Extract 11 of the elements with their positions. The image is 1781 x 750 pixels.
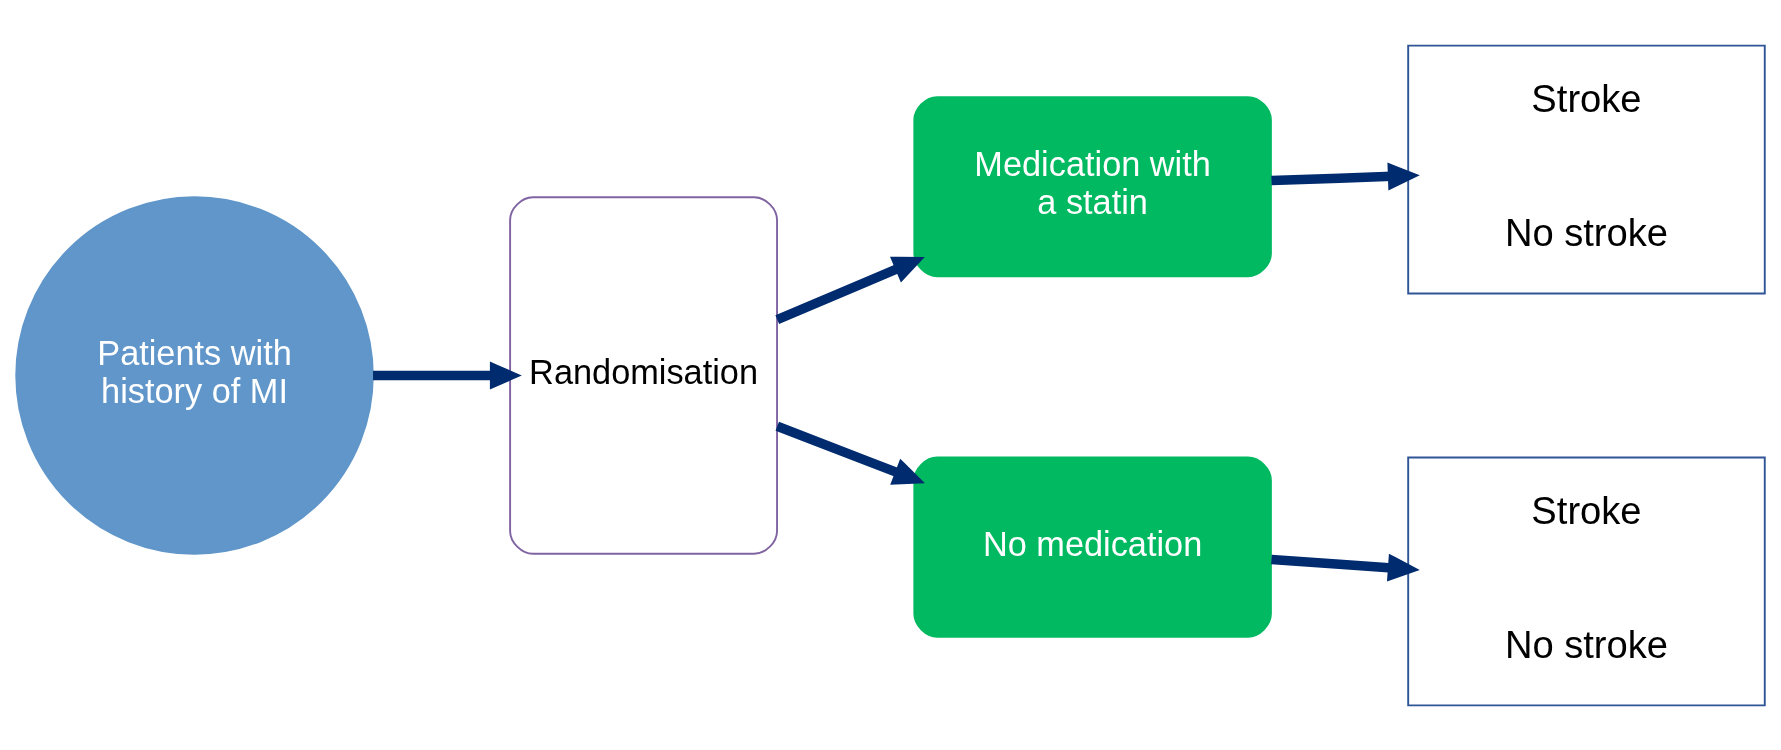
arrow <box>775 421 925 485</box>
node-circle: Patients with history of MI <box>15 195 374 555</box>
node-box: Medication with a statin <box>913 95 1272 277</box>
node-box: Randomisation <box>509 195 778 555</box>
node-box: Stroke No stroke <box>1407 44 1766 294</box>
arrow <box>775 256 925 324</box>
node-box: Stroke No stroke <box>1407 456 1766 706</box>
arrow <box>1271 553 1420 582</box>
arrow <box>373 361 522 389</box>
node-box: No medication <box>913 456 1272 638</box>
arrow <box>1271 162 1420 190</box>
